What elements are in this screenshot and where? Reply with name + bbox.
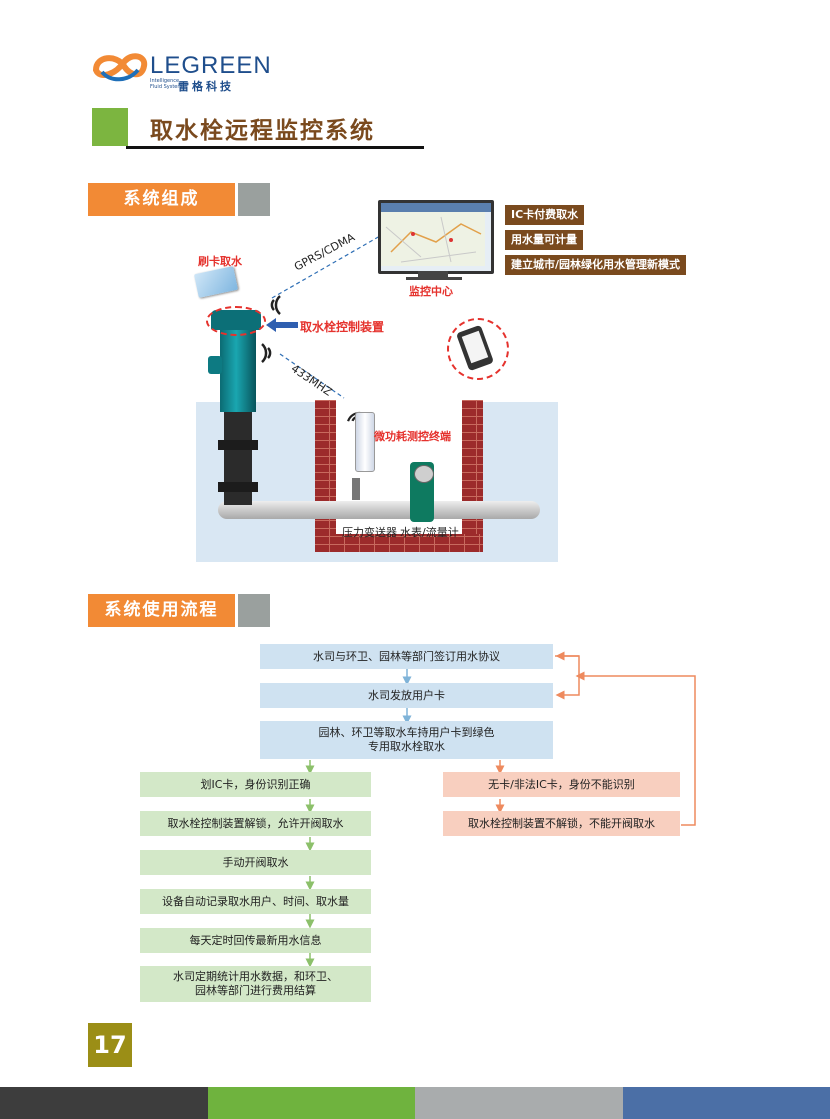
- flow-step-settlement: 水司定期统计用水数据，和环卫、 园林等部门进行费用结算: [140, 966, 371, 1002]
- wireless-signal-icon: [270, 295, 281, 315]
- page-number: 17: [88, 1023, 132, 1067]
- flow-step-valid-card: 划IC卡，身份识别正确: [140, 772, 371, 797]
- pressure-sensor-icon: [352, 478, 360, 500]
- hydrant-flange: [218, 440, 258, 450]
- flow-step-unlock: 取水栓控制装置解锁，允许开阀取水: [140, 811, 371, 836]
- section-header-accent: [238, 183, 270, 216]
- mobile-app-highlight: [447, 318, 509, 380]
- hydrant-nozzle: [208, 356, 222, 374]
- title-accent-bar: [92, 108, 128, 146]
- flow-step-issue-card: 水司发放用户卡: [260, 683, 553, 708]
- card-label: 刷卡取水: [198, 255, 242, 268]
- hydrant-flange: [218, 482, 258, 492]
- monitor-foot: [406, 277, 462, 280]
- flow-step-open-valve: 手动开阀取水: [140, 850, 371, 875]
- hydrant-body: [220, 322, 256, 412]
- meter-label: 水表/流量计: [400, 526, 459, 539]
- section-header-composition: 系统组成: [88, 183, 235, 216]
- radio-link-line: [279, 353, 345, 399]
- footer-stripe: [208, 1087, 415, 1119]
- flow-step-line: 园林、环卫等取水车持用户卡到绿色: [318, 726, 495, 739]
- ic-card-icon: [193, 266, 239, 298]
- flow-step-take-water: 园林、环卫等取水车持用户卡到绿色 专用取水栓取水: [260, 721, 553, 759]
- pit-wall-left: [315, 400, 336, 552]
- flow-step-line: 园林等部门进行费用结算: [195, 984, 316, 997]
- flow-step-locked: 取水栓控制装置不解锁，不能开阀取水: [443, 811, 680, 836]
- feature-tag: 建立城市/园林绿化用水管理新模式: [505, 255, 687, 275]
- title-underline: [126, 146, 424, 149]
- pit-wall-right: [462, 400, 483, 552]
- monitor-label: 监控中心: [409, 285, 453, 298]
- flowmeter-display: [414, 465, 434, 483]
- feature-tag: 用水量可计量: [505, 230, 583, 250]
- footer-stripe: [623, 1087, 830, 1119]
- flow-step-invalid-card: 无卡/非法IC卡，身份不能识别: [443, 772, 680, 797]
- flow-step-upload: 每天定时回传最新用水信息: [140, 928, 371, 953]
- feature-tag: IC卡付费取水: [505, 205, 585, 225]
- arrow-left-icon: [266, 318, 298, 332]
- footer-stripe: [0, 1087, 208, 1119]
- water-pipe: [218, 501, 540, 519]
- footer-stripe: [415, 1087, 623, 1119]
- legreen-logo-icon: [92, 53, 148, 82]
- terminal-device-icon: [355, 412, 375, 472]
- flow-step-line: 专用取水栓取水: [368, 740, 445, 753]
- monitor-stand: [418, 271, 448, 277]
- device-label: 取水栓控制装置: [300, 320, 385, 334]
- flow-step-record: 设备自动记录取水用户、时间、取水量: [140, 889, 371, 914]
- section-header-accent: [238, 594, 270, 627]
- brand-subtitle: Intelligence Fluid System: [150, 78, 183, 90]
- flowchart-connectors: [305, 651, 696, 968]
- brand-chinese-name: 雷格科技: [178, 80, 234, 93]
- map-icon: [381, 212, 485, 266]
- pit-wall-bottom: [315, 534, 483, 552]
- section-header-process: 系统使用流程: [88, 594, 235, 627]
- wireless-signal-icon: [261, 343, 272, 363]
- flow-step-agreement: 水司与环卫、园林等部门签订用水协议: [260, 644, 553, 669]
- control-device-highlight: [206, 306, 266, 336]
- page-title: 取水栓远程监控系统: [150, 118, 375, 144]
- pressure-label: 压力变送器: [342, 526, 397, 539]
- terminal-label: 微功耗测控终端: [374, 430, 451, 443]
- flow-step-line: 水司定期统计用水数据，和环卫、: [173, 970, 338, 983]
- brand-name: LEGREEN: [150, 52, 272, 79]
- monitor-screen-icon: [378, 200, 494, 274]
